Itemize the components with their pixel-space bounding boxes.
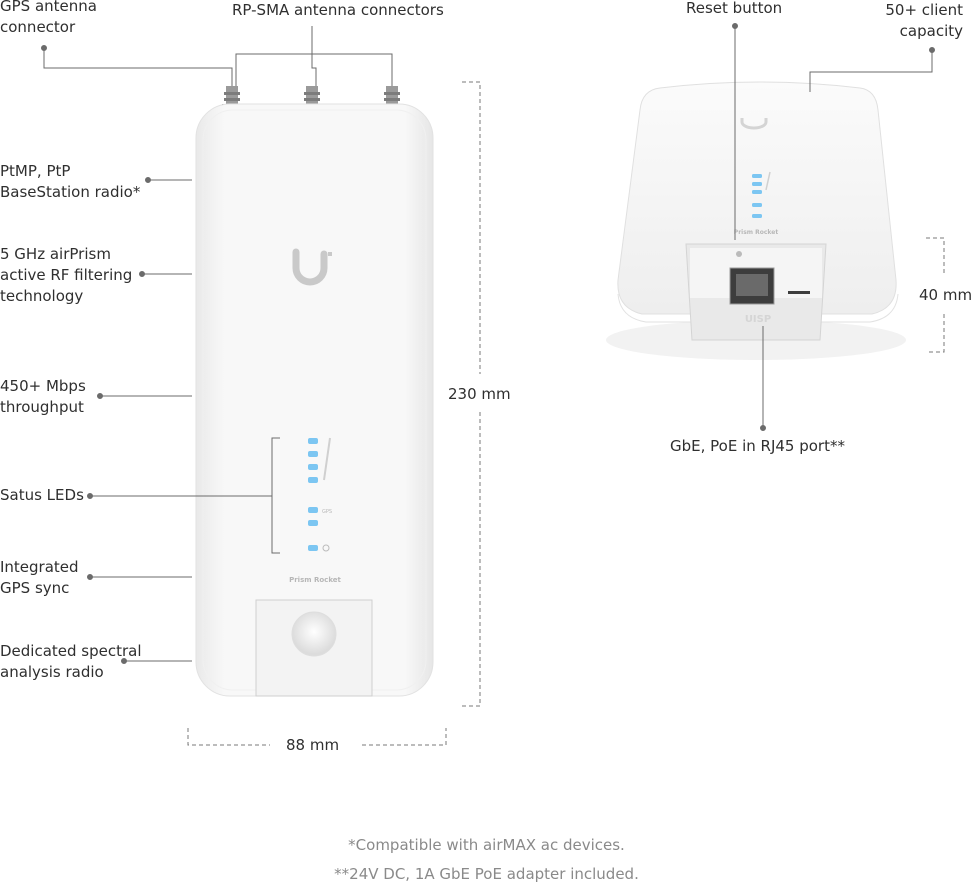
front-device-body [195,103,434,697]
gps-led-label: GPS [322,509,332,515]
cable-cover [255,599,373,697]
status-leds-label: Satus LEDs [0,486,84,504]
footnote-1: *Compatible with airMAX ac devices. [348,836,625,854]
front-model-name: Prism Rocket [289,576,341,584]
gps-led [308,507,318,513]
power-icon [322,544,330,552]
reset-button-label: Reset button [686,0,783,17]
depth-dimension: 40 mm [919,286,973,304]
throughput-label: 450+ Mbps throughput [0,377,86,416]
signal-led-2 [308,451,318,457]
width-dimension: 88 mm [286,736,340,754]
back-leds [752,171,771,218]
front-leader-lines [41,26,393,664]
airprism-label: 5 GHz airPrism active RF filtering techn… [0,245,133,305]
signal-led-1 [308,438,318,444]
front-dimension-lines [187,81,481,746]
back-dimension-lines [926,237,945,353]
back-logo-icon [740,118,768,130]
height-dimension: 230 mm [448,385,511,403]
rpsma-label: RP-SMA antenna connectors [232,1,444,19]
back-model-name: Prism Rocket [734,229,779,236]
client-capacity-label: 50+ client capacity [885,1,963,40]
footnote-2: **24V DC, 1A GbE PoE adapter included. [334,865,639,883]
signal-led-4 [308,477,318,483]
ptmp-label: PtMP, PtP BaseStation radio* [0,162,141,201]
power-led [308,545,318,551]
gps-sync-label: Integrated GPS sync [0,558,79,597]
signal-led-3 [308,464,318,470]
back-badge: UISP [745,314,771,325]
status-leds: GPS [308,437,332,552]
gps-antenna-label: GPS antenna connector [0,0,97,36]
ubiquiti-logo-icon [292,248,332,286]
link-led [308,520,318,526]
back-leader-lines [732,23,935,431]
spectral-label: Dedicated spectral analysis radio [0,642,142,681]
rj45-port-label: GbE, PoE in RJ45 port** [670,437,845,455]
port-compartment: UISP [685,243,827,341]
reset-button [736,251,742,257]
